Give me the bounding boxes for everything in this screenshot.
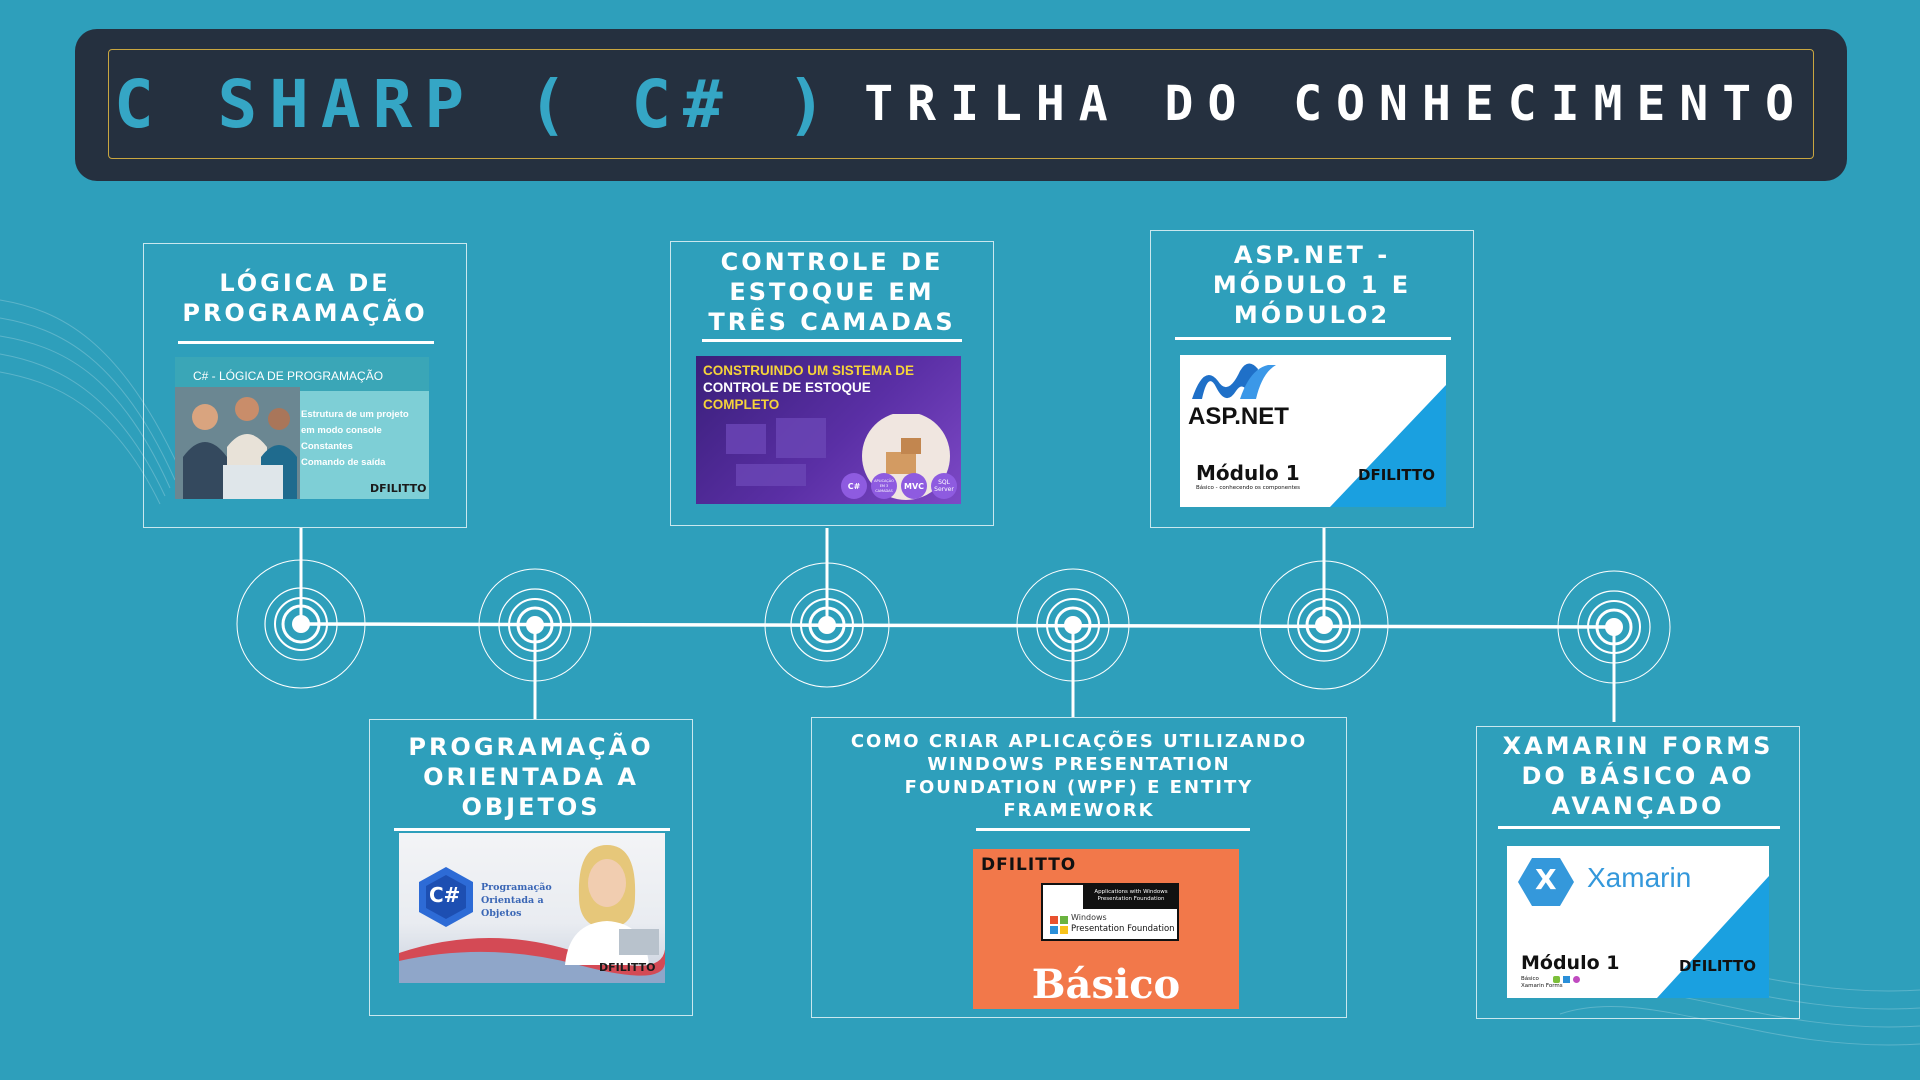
module-sublabel-2: Xamarin Forms [1521, 983, 1563, 989]
thumb-heading: CONSTRUINDO UM SISTEMA DE CONTROLE DE ES… [703, 363, 915, 412]
title-underline [394, 828, 670, 831]
woman-photo [565, 845, 659, 965]
module-label: Módulo 1 [1521, 952, 1620, 974]
timeline-node-4 [1016, 568, 1130, 682]
module-thumbnail: C# Programação Orientada a Objetos DFILI… [399, 833, 665, 983]
csharp-logo-icon [419, 867, 473, 927]
timeline-node-3 [764, 562, 890, 688]
tech-badges: C# APLICAÇÃO EM 3 CAMADAS MVC SQL Server [841, 473, 957, 499]
thumb-header-strip [175, 357, 429, 391]
module-thumbnail: ASP.NET Módulo 1 Básico - conhecendo os … [1180, 355, 1446, 507]
module-title: CONTROLE DE ESTOQUE EM TRÊS CAMADAS [708, 248, 956, 336]
title-underline [976, 828, 1250, 831]
badge-csharp: C# [841, 473, 867, 499]
title-underline [178, 341, 434, 344]
thumb-bullets: Estrutura de um projeto em modo console … [301, 409, 409, 468]
page-title: C SHARP ( C# ) [113, 65, 839, 143]
title-underline [1498, 826, 1780, 829]
module-thumbnail: X Xamarin Módulo 1 Básico Xamarin Forms … [1507, 846, 1769, 998]
thumb-heading: C# - LÓGICA DE PROGRAMAÇÃO [193, 369, 384, 383]
module-title: COMO CRIAR APLICAÇÕES UTILIZANDO WINDOWS… [850, 731, 1308, 821]
xamarin-logo-icon [1518, 858, 1574, 906]
module-card-estoque[interactable]: CONTROLE DE ESTOQUE EM TRÊS CAMADAS CONS… [670, 241, 994, 526]
badge-3-camadas: APLICAÇÃO EM 3 CAMADAS [871, 473, 897, 499]
brand-logo: DFILITTO [981, 855, 1077, 875]
module-thumbnail: DFILITTO Applications with Windows Prese… [973, 849, 1239, 1009]
module-card-xamarin[interactable]: XAMARIN FORMS DO BÁSICO AO AVANÇADO X Xa… [1476, 726, 1800, 1019]
thumb-caption: Programação Orientada a Objetos [481, 882, 552, 919]
product-line2: Presentation Foundation [1071, 924, 1175, 934]
timeline-node-2 [478, 568, 592, 682]
xamarin-logo-text: Xamarin [1587, 862, 1692, 893]
android-icon [1553, 976, 1560, 983]
timeline-axis [300, 622, 1615, 629]
module-title: LÓGICA DE PROGRAMAÇÃO [182, 269, 428, 327]
brand-logo: DFILITTO [599, 961, 656, 974]
header-frame: C SHARP ( C# ) TRILHA DO CONHECIMENTO [108, 49, 1814, 159]
module-card-logica[interactable]: LÓGICA DE PROGRAMAÇÃO C# - LÓGICA DE PRO… [143, 243, 467, 528]
module-thumbnail: C# - LÓGICA DE PROGRAMAÇÃO Estrutura de … [175, 357, 429, 499]
brand-logo: DFILITTO [370, 482, 427, 495]
windows-logo-icon [1050, 916, 1068, 934]
brand-logo: DFILITTO [1358, 466, 1435, 484]
module-card-poo[interactable]: PROGRAMAÇÃO ORIENTADA A OBJETOS C# Progr… [369, 719, 693, 1016]
csharp-logo-text: C# [429, 883, 461, 907]
level-label: Básico [1031, 961, 1181, 1008]
module-card-aspnet[interactable]: ASP.NET - MÓDULO 1 E MÓDULO2 ASP.NET Mód… [1150, 230, 1474, 528]
timeline-node-6 [1557, 570, 1671, 684]
timeline-node-1 [236, 559, 366, 689]
apple-icon [1573, 976, 1580, 983]
page-subtitle: TRILHA DO CONHECIMENTO [864, 76, 1809, 132]
aspnet-logo-text: ASP.NET [1188, 403, 1289, 430]
windows-icon [1563, 976, 1570, 983]
header-banner: C SHARP ( C# ) TRILHA DO CONHECIMENTO [75, 29, 1847, 181]
dotnet-logo-icon [1192, 363, 1276, 399]
module-title: XAMARIN FORMS DO BÁSICO AO AVANÇADO [1502, 732, 1774, 820]
wave-decoration [399, 938, 665, 983]
badge-mvc: MVC [901, 473, 927, 499]
module-title: ASP.NET - MÓDULO 1 E MÓDULO2 [1212, 241, 1412, 329]
module-title: PROGRAMAÇÃO ORIENTADA A OBJETOS [408, 733, 654, 821]
blue-corner [1330, 385, 1446, 507]
badge-sql-server: SQL Server [931, 473, 957, 499]
module-thumbnail: CONSTRUINDO UM SISTEMA DE CONTROLE DE ES… [696, 356, 961, 504]
box-caption: Applications with Windows Presentation F… [1083, 885, 1179, 909]
timeline-node-5 [1259, 560, 1389, 690]
title-underline [702, 339, 962, 342]
module-sublabel: Básico - conhecendo os componentes [1196, 485, 1300, 491]
product-line1: Windows [1071, 913, 1107, 922]
xamarin-logo-letter: X [1535, 863, 1557, 896]
module-sublabel: Básico [1521, 976, 1539, 982]
module-card-wpf[interactable]: COMO CRIAR APLICAÇÕES UTILIZANDO WINDOWS… [811, 717, 1347, 1018]
platform-icons [1553, 976, 1580, 983]
module-label: Módulo 1 [1196, 461, 1300, 485]
brand-logo: DFILITTO [1679, 957, 1756, 975]
title-underline [1175, 337, 1451, 340]
product-box: Applications with Windows Presentation F… [1041, 883, 1179, 941]
students-photo [175, 387, 300, 499]
blue-corner [1657, 876, 1769, 998]
